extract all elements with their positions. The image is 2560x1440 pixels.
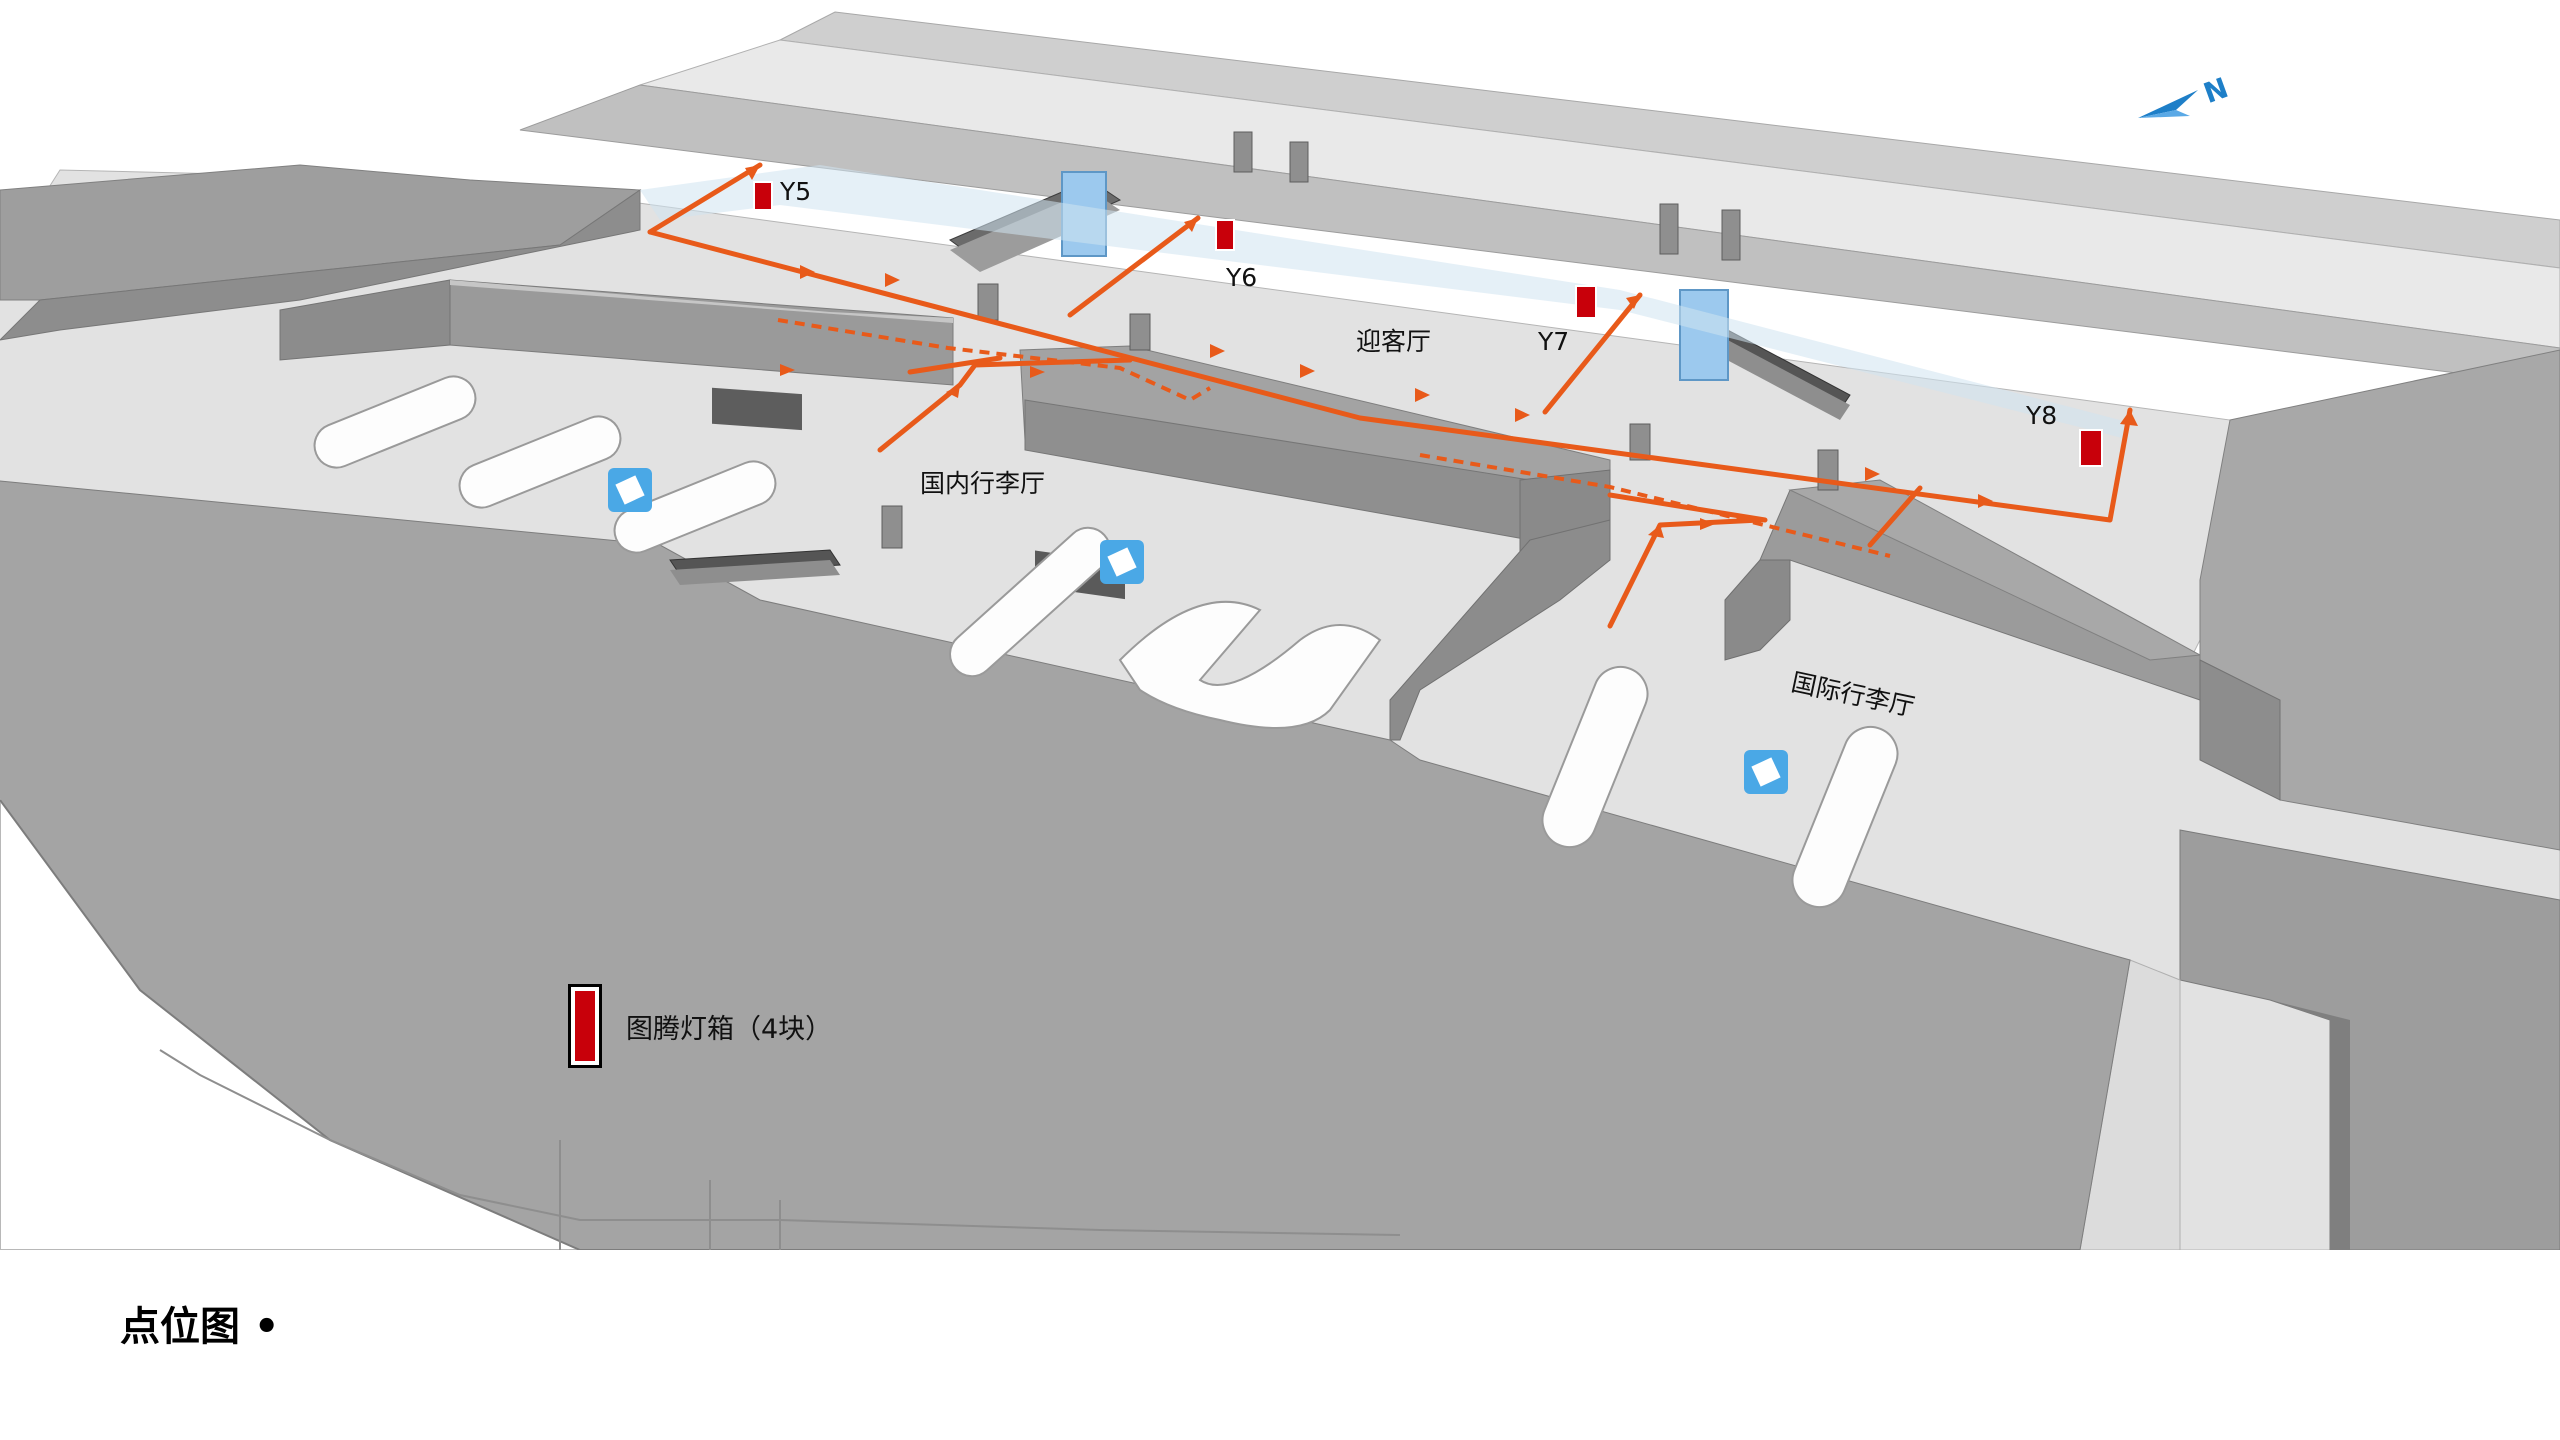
wall-step	[2270, 1000, 2350, 1250]
wall-block	[0, 189, 641, 341]
glass-railing	[640, 165, 1620, 310]
legend-lightbox-swatch	[568, 984, 602, 1068]
page-title: 点位图 •	[120, 1304, 280, 1350]
point-label-y8: Y8	[2025, 401, 2057, 430]
road-strip	[639, 39, 2560, 349]
route-arrow	[745, 165, 2138, 538]
compass-label: N	[2199, 71, 2232, 110]
wall-side	[279, 279, 451, 361]
terminal-floor-map: N 迎客厅 国内行李厅 国际行李厅 Y5 Y6 Y7 Y8	[0, 11, 2560, 1250]
wall-step	[2199, 659, 2281, 801]
totem-lightbox	[753, 181, 2103, 467]
vent-grill	[712, 387, 802, 431]
baggage-info-icon	[608, 468, 652, 512]
legend-lightbox-label: 图腾灯箱（4块）	[626, 1013, 833, 1045]
point-label-y5: Y5	[779, 177, 811, 206]
wall-top	[450, 280, 953, 323]
front-wall-seam	[159, 1049, 1401, 1236]
baggage-carousel	[313, 375, 1899, 909]
building-block-side	[1724, 559, 1791, 661]
baggage-info-icon	[1100, 540, 1144, 584]
glass-railing	[1620, 290, 2130, 440]
curb-strip	[519, 84, 2560, 387]
baggage-info-icon	[1744, 750, 1788, 794]
area-label-arrival-hall: 迎客厅	[1356, 327, 1431, 356]
building-block-side	[1389, 519, 1611, 741]
point-label-y7: Y7	[1537, 327, 1569, 356]
road-strip	[778, 11, 2560, 269]
route-path	[647, 162, 2133, 629]
front-wall-base	[0, 799, 2080, 1250]
area-label-domestic-baggage: 国内行李厅	[920, 469, 1045, 498]
route-path-dashed	[777, 318, 1891, 558]
point-label-y6: Y6	[1225, 263, 1257, 292]
escalator-icon	[669, 549, 841, 585]
map-legend: 图腾灯箱（4块）	[568, 984, 832, 1068]
compass-arrow-icon: N	[2138, 71, 2233, 118]
